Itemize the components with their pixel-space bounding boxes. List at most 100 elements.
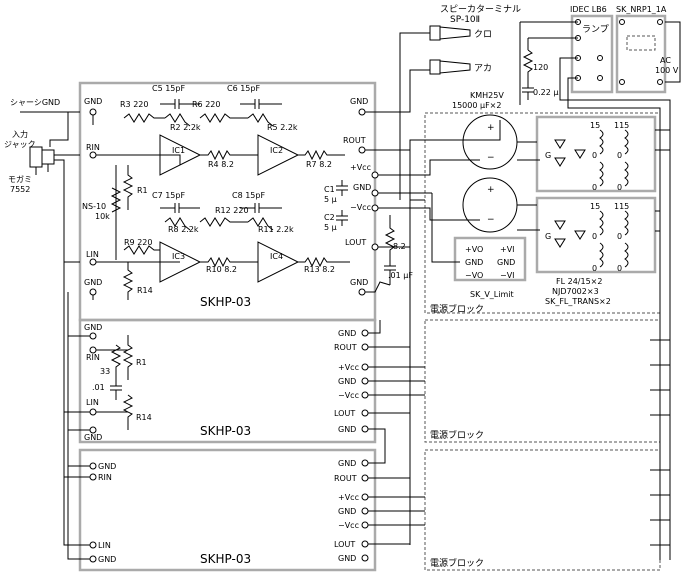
- b2-pin-gnd-m: [361, 377, 369, 385]
- fl1-diodes: [554, 139, 586, 167]
- ns10-label: NS-10: [82, 202, 106, 211]
- b2-r1-label: R1: [136, 358, 147, 367]
- r4-resistor: [200, 149, 258, 161]
- pin-lin: [89, 258, 97, 266]
- b2-pin-pvcc: [361, 363, 369, 371]
- pin-gnd-label-1: GND: [84, 97, 102, 106]
- pin-lin-label: LIN: [86, 250, 99, 259]
- r12-resistor: [199, 217, 248, 227]
- fl1-t0c: 0: [592, 183, 597, 192]
- lin-input-wire: [54, 159, 80, 263]
- input-jack-symbol: [29, 146, 55, 175]
- lamp-wire-1: [519, 21, 578, 105]
- pin-gnd-label-r2: GND: [350, 278, 368, 287]
- r120-label: 120: [533, 63, 548, 72]
- c1-value: 5 μ: [324, 195, 337, 204]
- fl-label-2: NJD7002×3: [552, 287, 599, 296]
- ns10-pot: [110, 165, 122, 260]
- pin-lout-label: LOUT: [345, 238, 366, 247]
- b3-pin-lin: [89, 541, 97, 549]
- fl2-t0b: 0: [617, 232, 622, 241]
- skhp-label-2: SKHP-03: [200, 424, 251, 438]
- r120-resistor: [522, 49, 534, 82]
- idec-label: IDEC LB6: [570, 5, 607, 14]
- c7-cap: [160, 203, 200, 213]
- ic2-opamp: [257, 134, 300, 176]
- c5-label: C5 15pF: [152, 84, 185, 93]
- c5-cap: [160, 99, 200, 109]
- rin-trace: [96, 154, 181, 165]
- kmh-cap-1-plus: +: [487, 123, 495, 133]
- ac-rail-stubs: [650, 339, 670, 546]
- r8-label: R8 2.2k: [168, 225, 199, 234]
- b2-pin-lin: [89, 408, 97, 416]
- ic3-label: IC3: [172, 252, 185, 261]
- pin-pvcc: [371, 171, 379, 179]
- pin-gnd-r2: [358, 288, 366, 296]
- power-block-label-3: 電源ブロック: [430, 557, 484, 569]
- fl1-g: G: [545, 151, 551, 160]
- pin-pvcc-label: +Vcc: [350, 163, 371, 172]
- sk-v-pvo: +VO: [465, 245, 483, 254]
- r8-resistor: [164, 217, 191, 231]
- sk-v-mvo: −VO: [465, 271, 483, 280]
- r10-label: R10 8.2: [206, 265, 237, 274]
- b3-gnd-r-label: GND: [338, 459, 356, 468]
- b2-r14-label: R14: [136, 413, 152, 422]
- sk-v-pvi: +VI: [500, 245, 515, 254]
- r6-resistor: [199, 113, 248, 123]
- pin-mvcc: [371, 204, 379, 212]
- kmh-cap-1-minus: −: [487, 153, 495, 163]
- ic2-label: IC2: [270, 146, 283, 155]
- ac-input: [665, 21, 681, 83]
- c7-label: C7 15pF: [152, 191, 185, 200]
- power-block-label-2: 電源ブロック: [430, 429, 484, 441]
- sk-v-mvi: −VI: [500, 271, 515, 280]
- fl2-t0d: 0: [617, 264, 622, 273]
- b3-pin-gnd-2: [89, 555, 97, 563]
- b2-lin-label: LIN: [86, 398, 99, 407]
- speaker-terminal-black: [429, 25, 471, 41]
- kmh-cap-2-plus: +: [487, 185, 495, 195]
- r7-resistor: [298, 149, 345, 161]
- pin-gnd-1: [89, 108, 97, 116]
- r11-resistor: [247, 217, 274, 231]
- r2-resistor: [164, 113, 191, 127]
- r14-label: R14: [137, 286, 153, 295]
- fl1-t115: 115: [614, 121, 629, 130]
- pin-rin: [89, 151, 97, 159]
- spk-black-wire: [399, 32, 430, 150]
- b3-pin-lout: [361, 540, 369, 548]
- sk-v-limit-box: [453, 236, 527, 282]
- b2-gnd-r2-label: GND: [338, 425, 356, 434]
- b3-rin-label: RIN: [98, 473, 112, 482]
- fl-label-1: FL 24/15×2: [556, 277, 602, 286]
- b2-mvcc-label: −Vcc: [338, 391, 359, 400]
- b2-pin-gnd-r2: [361, 425, 369, 433]
- sk-v-gnd-vo: GND: [465, 258, 483, 267]
- b2-pin-gnd-r: [361, 329, 369, 337]
- ns10-value: 10k: [95, 212, 110, 221]
- b2-pin-mvcc: [361, 391, 369, 399]
- b2-pin-rin: [89, 346, 97, 354]
- pin-rout-label: ROUT: [343, 136, 366, 145]
- chassis-gnd-wire: [20, 111, 69, 147]
- mogami-label-1: モガミ: [8, 174, 32, 184]
- ac-feed-1: [559, 57, 671, 560]
- fl1-coils: [599, 129, 629, 187]
- b2-gnd-label-1: GND: [84, 323, 102, 332]
- b2-gnd-label-2: GND: [84, 433, 102, 442]
- r3-label: R3 220: [120, 100, 148, 109]
- b3-pin-gnd-r: [361, 459, 369, 467]
- b2-c01-cap: [110, 380, 122, 400]
- c2-label: C2: [324, 213, 335, 222]
- fl1-t0b: 0: [617, 151, 622, 160]
- gnd-to-vlimit: [431, 193, 460, 263]
- b2-r33-label: 33: [100, 367, 110, 376]
- c022-cap: [522, 82, 534, 100]
- speaker-terminal-label-1: スピーカターミナル: [440, 4, 521, 15]
- b2-output-wires: [368, 320, 425, 445]
- sk-v-limit-label: SK_V_Limit: [470, 290, 514, 299]
- power-block-area-1: [424, 112, 661, 314]
